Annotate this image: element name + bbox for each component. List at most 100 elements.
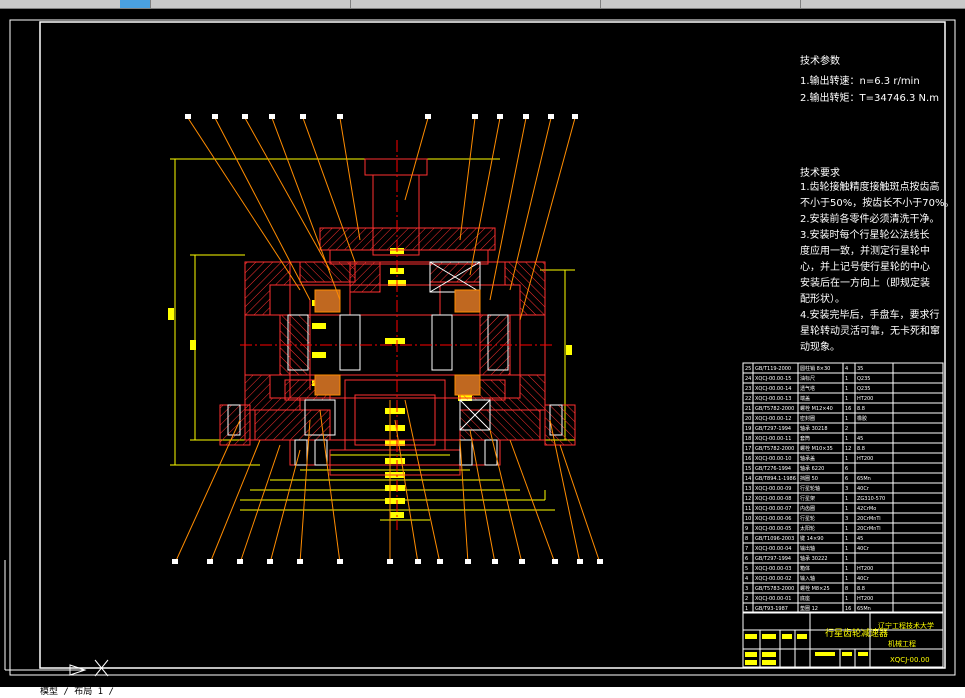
bom-cell: 40Cr bbox=[857, 486, 870, 492]
bom-cell: GB/T5782-2000 bbox=[755, 446, 794, 452]
bom-cell: 垫圈 12 bbox=[800, 605, 818, 612]
bom-cell: GB/T119-2000 bbox=[755, 366, 791, 372]
bom-cell: 1 bbox=[845, 596, 848, 602]
command-line[interactable]: 模型 / 布局 1 / bbox=[0, 687, 965, 698]
bom-cell: 输入轴 bbox=[800, 575, 815, 582]
bom-cell: 螺栓 M10×35 bbox=[800, 445, 833, 452]
bom-cell: 16 bbox=[845, 606, 851, 612]
tech-req-line: 心，并上记号使行星轮的中心 bbox=[800, 260, 930, 273]
bom-cell: 1 bbox=[845, 576, 848, 582]
bom-cell: 15 bbox=[745, 466, 751, 472]
tech-req-line: 4.安装完毕后，手盘车，要求行 bbox=[800, 308, 940, 321]
bom-cell: 20CrMnTi bbox=[857, 516, 881, 522]
bom-cell: XQCJ-00.00-10 bbox=[755, 456, 791, 462]
outer-frame bbox=[9, 19, 956, 676]
bom-cell: 6 bbox=[845, 476, 848, 482]
part-balloon bbox=[597, 559, 603, 564]
bom-cell: XQCJ-00.00-07 bbox=[755, 506, 791, 512]
part-balloon bbox=[337, 559, 343, 564]
bom-cell: GB/T297-1994 bbox=[755, 556, 791, 562]
part-balloon bbox=[465, 559, 471, 564]
bom-cell: GB/T93-1987 bbox=[755, 606, 788, 612]
part-balloon bbox=[172, 559, 178, 564]
tech-param-line: 2.输出转矩：T=34746.3 N.m bbox=[800, 91, 939, 104]
bom-cell: 密封圈 bbox=[800, 415, 815, 422]
title-block-text: 行星齿轮减速器 辽宁工程技术大学 机械工程 XQCJ-00.00 bbox=[825, 621, 934, 664]
bom-cell: 3 bbox=[845, 486, 848, 492]
bom-cell: 箱体 bbox=[800, 565, 810, 572]
bom-cell: 透气塔 bbox=[800, 385, 815, 392]
bom-cell: XQCJ-00.00-14 bbox=[755, 386, 791, 392]
dept-name: 机械工程 bbox=[888, 639, 916, 648]
layout-tabs[interactable]: 模型 / 布局 1 / bbox=[40, 687, 114, 697]
bom-cell: GB/T894.1-1986 bbox=[755, 476, 796, 482]
drawing-canvas[interactable]: 技术参数 1.输出转速：n=6.3 r/min 2.输出转矩：T=34746.3… bbox=[0, 9, 965, 687]
toolbar-segment[interactable] bbox=[0, 0, 121, 8]
bom-cell: 太阳轮 bbox=[800, 525, 815, 532]
bom-cell: 轴承 30218 bbox=[800, 425, 828, 432]
toolbar-segment[interactable] bbox=[800, 0, 965, 8]
bom-cell: 5 bbox=[745, 566, 748, 572]
bom-cell: 9 bbox=[745, 526, 748, 532]
tech-req-line: 2.安装前各零件必须清洗干净。 bbox=[800, 212, 940, 225]
bom-cell: 45 bbox=[857, 436, 863, 442]
bom-cell: 40Cr bbox=[857, 546, 870, 552]
toolbar-icon[interactable] bbox=[120, 0, 151, 8]
bom-cell: 2 bbox=[745, 596, 748, 602]
bom-cell: 1 bbox=[845, 526, 848, 532]
bom-cell: 1 bbox=[845, 396, 848, 402]
bom-cell: Q235 bbox=[857, 376, 870, 382]
bom-cell: 8.8 bbox=[857, 446, 865, 452]
tech-req-line: 动现象。 bbox=[800, 341, 840, 353]
part-balloon bbox=[242, 114, 248, 119]
leader-lines bbox=[174, 117, 601, 564]
tech-req-line: 配形状）。 bbox=[800, 292, 845, 305]
tech-params-block: 技术参数 1.输出转速：n=6.3 r/min 2.输出转矩：T=34746.3… bbox=[800, 54, 939, 104]
part-balloon bbox=[207, 559, 213, 564]
part-balloon bbox=[519, 559, 525, 564]
bom-cell: 1 bbox=[845, 416, 848, 422]
bom-cell: 42CrMo bbox=[857, 506, 876, 512]
bom-cell: 20CrMnTi bbox=[857, 526, 881, 532]
bom-cell: 20 bbox=[745, 416, 751, 422]
bom-cell: 8 bbox=[845, 586, 848, 592]
part-balloon bbox=[425, 114, 431, 119]
part-balloon bbox=[300, 114, 306, 119]
bom-cell: 1 bbox=[845, 556, 848, 562]
bom-cell: 轴承 6220 bbox=[800, 465, 824, 472]
bom-cell: Q235 bbox=[857, 386, 870, 392]
bom-cell: HT200 bbox=[857, 396, 873, 402]
bom-cell: 1 bbox=[845, 376, 848, 382]
bom-cell: 挡圈 50 bbox=[800, 475, 818, 482]
bom-cell: 4 bbox=[845, 366, 848, 372]
bom-cell: 3 bbox=[845, 516, 848, 522]
toolbar-segment[interactable] bbox=[350, 0, 601, 8]
bom-cell: 10 bbox=[745, 516, 751, 522]
bom-cell: 1 bbox=[845, 436, 848, 442]
toolbar-strip bbox=[0, 0, 965, 9]
part-balloon bbox=[572, 114, 578, 119]
tech-req-line: 星轮转动灵活可靠，无卡死和窜 bbox=[800, 324, 940, 337]
tech-req-title: 技术要求 bbox=[800, 166, 840, 179]
bom-cell: 端盖 bbox=[800, 395, 810, 402]
inner-frame bbox=[39, 21, 946, 669]
bom-cell: 1 bbox=[845, 496, 848, 502]
bom-cell: 输出轴 bbox=[800, 545, 815, 552]
part-balloon bbox=[185, 114, 191, 119]
bom-cell: 12 bbox=[745, 496, 751, 502]
bom-cell: 23 bbox=[745, 386, 751, 392]
part-balloon bbox=[269, 114, 275, 119]
part-balloon bbox=[237, 559, 243, 564]
tech-param-line: 1.输出转速：n=6.3 r/min bbox=[800, 74, 920, 87]
bom-cell: 螺栓 M12×40 bbox=[800, 405, 833, 412]
toolbar-segment[interactable] bbox=[600, 0, 801, 8]
part-balloon bbox=[577, 559, 583, 564]
part-balloon bbox=[523, 114, 529, 119]
toolbar-segment[interactable] bbox=[150, 0, 351, 8]
part-balloon bbox=[297, 559, 303, 564]
bom-cell: 8.8 bbox=[857, 406, 865, 412]
bom-cell: 14 bbox=[745, 476, 751, 482]
part-balloon bbox=[548, 114, 554, 119]
part-balloons bbox=[172, 114, 603, 564]
